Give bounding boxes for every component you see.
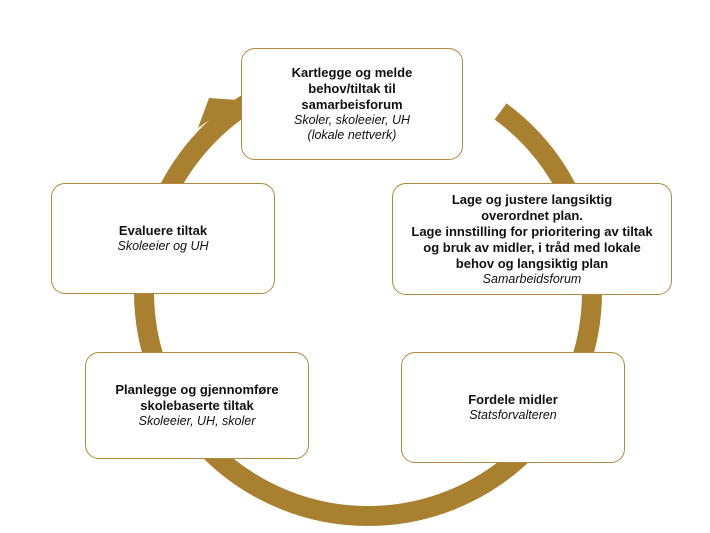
cycle-arrowhead-icon: [198, 98, 238, 128]
step-title: Planlegge og gjennomføre skolebaserte ti…: [115, 382, 279, 413]
step-actor: Samarbeidsforum: [482, 271, 582, 286]
step-title: Fordele midler: [468, 392, 558, 407]
step-evaluere: Evaluere tiltak Skoleeier og UH: [51, 183, 275, 294]
step-title: Evaluere tiltak: [118, 223, 208, 238]
step-actor: Skoleeier, UH, skoler: [138, 414, 256, 428]
step-title: Lage og justere langsiktig overordnet pl…: [451, 191, 613, 223]
step-title: Kartlegge og melde behov/tiltak til sama…: [291, 65, 413, 112]
step-lage-plan: Lage og justere langsiktig overordnet pl…: [392, 183, 672, 295]
step-actor: Statsforvalteren: [469, 408, 557, 422]
step-fordele-midler: Fordele midler Statsforvalteren: [401, 352, 625, 463]
step-title-2: Lage innstilling for prioritering av til…: [411, 223, 653, 271]
step-actor: Skoleeier og UH: [117, 239, 209, 253]
step-planlegge: Planlegge og gjennomføre skolebaserte ti…: [85, 352, 309, 459]
step-kartlegge: Kartlegge og melde behov/tiltak til sama…: [241, 48, 463, 160]
step-actor: Skoler, skoleeier, UH (lokale nettverk): [293, 113, 411, 142]
